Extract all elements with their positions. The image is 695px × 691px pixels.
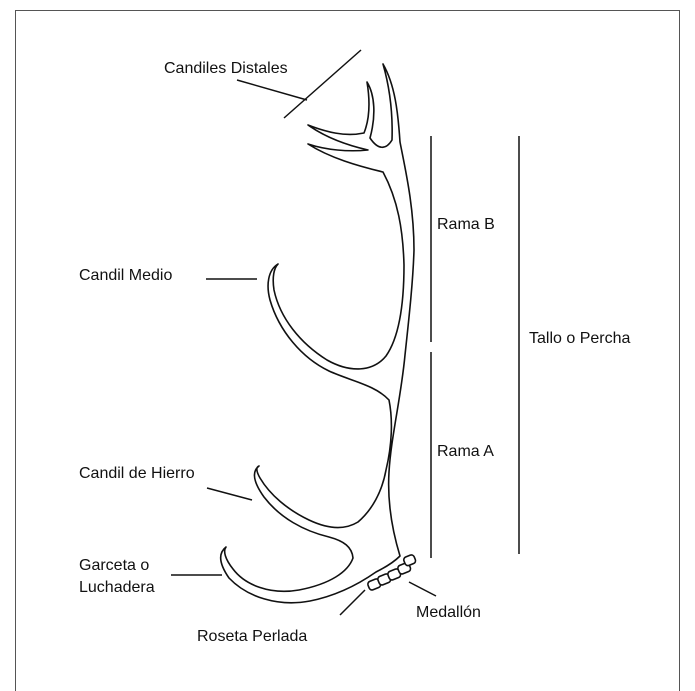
antler-outline: [221, 64, 414, 603]
label-candiles-distales: Candiles Distales: [164, 60, 288, 77]
medallon-leader: [409, 582, 436, 596]
label-candil-de-hierro: Candil de Hierro: [79, 465, 195, 482]
label-rama-b: Rama B: [437, 216, 495, 233]
candil-de-hierro-leader: [207, 488, 252, 500]
label-garceta-line2: Luchadera: [79, 579, 155, 596]
label-roseta-perlada: Roseta Perlada: [197, 628, 307, 645]
candiles-distales-leader: [284, 50, 361, 118]
candiles-distales-leader-2: [237, 80, 307, 100]
label-candil-medio: Candil Medio: [79, 267, 172, 284]
label-tallo: Tallo o Percha: [529, 330, 630, 347]
label-garceta-line1: Garceta o: [79, 557, 149, 574]
label-medallon: Medallón: [416, 604, 481, 621]
label-rama-a: Rama A: [437, 443, 494, 460]
roseta-perlada-leader: [340, 590, 365, 615]
